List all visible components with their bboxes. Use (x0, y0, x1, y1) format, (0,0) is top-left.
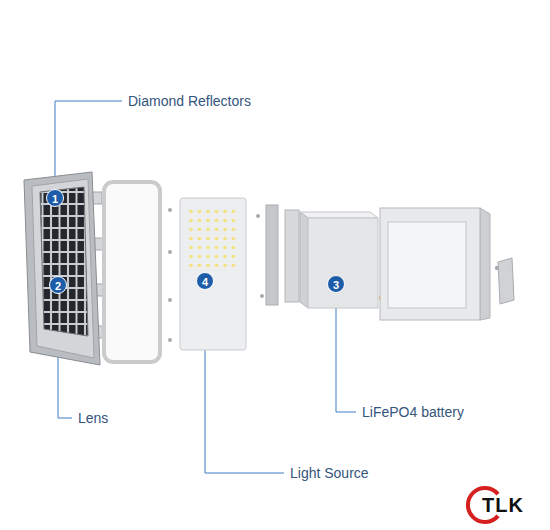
brand-logo: TLK (482, 494, 524, 516)
part-name: Light Source (290, 465, 369, 481)
callout-number: 4 (196, 272, 214, 290)
front-housing (24, 172, 107, 365)
callout-number: 2 (49, 276, 67, 294)
brackets (266, 205, 299, 305)
led-board (180, 198, 246, 350)
callout-number: 3 (327, 275, 345, 293)
part-name: Lens (78, 410, 108, 426)
lens-frame (104, 182, 160, 362)
back-housing (380, 208, 514, 320)
battery-pack (300, 212, 384, 308)
part-name: LiFePO4 battery (362, 404, 464, 420)
part-name: Diamond Reflectors (128, 93, 251, 109)
callout-number: 1 (46, 189, 64, 207)
